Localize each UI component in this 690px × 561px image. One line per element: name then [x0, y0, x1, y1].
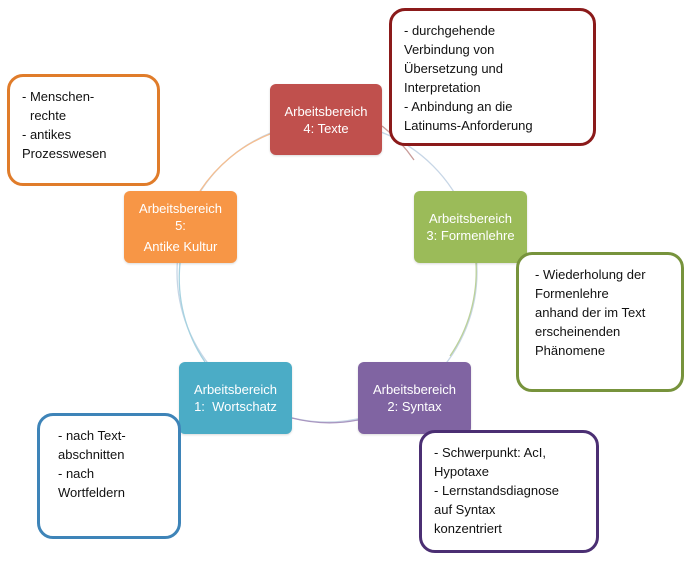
node-kultur-line2: 5: [175, 217, 186, 233]
node-formen-line2: 3: Formenlehre [426, 228, 515, 243]
callout-line: - durchgehende [404, 23, 496, 38]
callout-line: Hypotaxe [434, 464, 489, 479]
callout-line: Interpretation [404, 80, 481, 95]
callout-line: Formenlehre [535, 286, 609, 301]
callout-line: - Wiederholung der [535, 267, 646, 282]
callout-line: konzentriert [434, 521, 502, 536]
callout-line: Phänomene [535, 343, 606, 358]
node-arbeitsbereich-1-wortschatz: Arbeitsbereich 1: Wortschatz [179, 362, 292, 434]
node-texte-line1: Arbeitsbereich [284, 103, 368, 119]
callout-line: Wortfeldern [58, 485, 125, 500]
callout-line: - nach [58, 466, 95, 481]
node-arbeitsbereich-3-formenlehre: Arbeitsbereich 3: Formenlehre [414, 191, 527, 263]
callout-line: rechte [30, 108, 67, 123]
callout-line: - Lernstandsdiagnose [434, 483, 560, 498]
node-syntax-line2: 2: Syntax [387, 399, 442, 414]
callout-line: - Menschen- [22, 89, 95, 104]
node-arbeitsbereich-2-syntax: Arbeitsbereich 2: Syntax [358, 362, 471, 434]
node-kultur-line3: Antike Kultur [143, 238, 218, 254]
callout-line: erscheinenden [535, 324, 621, 339]
callout-wortschatz: - nach Text- abschnitten - nach Wortfeld… [37, 413, 181, 539]
ring-segment-ws [178, 262, 206, 363]
node-ws-line1: Arbeitsbereich [193, 382, 278, 397]
node-ws-line2: 1: Wortschatz [194, 399, 277, 414]
node-arbeitsbereich-5-antike-kultur: Arbeitsbereich 5: Antike Kultur [124, 191, 237, 263]
callout-line: - Schwerpunkt: AcI, [434, 445, 546, 460]
callout-line: auf Syntax [434, 502, 496, 517]
ring-segment-syntax [291, 417, 359, 424]
callout-line: abschnitten [58, 447, 125, 462]
callout-formenlehre: - Wiederholung der Formenlehre anhand de… [516, 252, 684, 392]
ring-segment-kultur [199, 133, 271, 192]
callout-line: - antikes [22, 127, 72, 142]
callout-antike-kultur: - Menschen- rechte - antikes Prozesswese… [7, 74, 160, 186]
node-syntax-line1: Arbeitsbereich [372, 382, 457, 397]
callout-line: Prozesswesen [22, 146, 107, 161]
callout-line: Latinums-Anforderung [404, 118, 533, 133]
callout-line: Verbindung von [404, 42, 495, 57]
ring-segment-formen [449, 262, 477, 357]
callout-syntax: - Schwerpunkt: AcI, Hypotaxe - Lernstand… [419, 430, 599, 553]
node-arbeitsbereich-4-texte: Arbeitsbereich 4: Texte [270, 84, 382, 155]
callout-line: Übersetzung und [404, 61, 504, 76]
callout-line: - nach Text- [58, 428, 126, 443]
node-texte-line2: 4: Texte [303, 120, 349, 136]
node-kultur-line1: Arbeitsbereich [138, 200, 223, 216]
node-formen-line1: Arbeitsbereich [428, 211, 513, 226]
callout-line: - Anbindung an die [404, 99, 513, 114]
callout-line: anhand der im Text [535, 305, 646, 320]
callout-texte: - durchgehende Verbindung von Übersetzun… [389, 8, 596, 146]
